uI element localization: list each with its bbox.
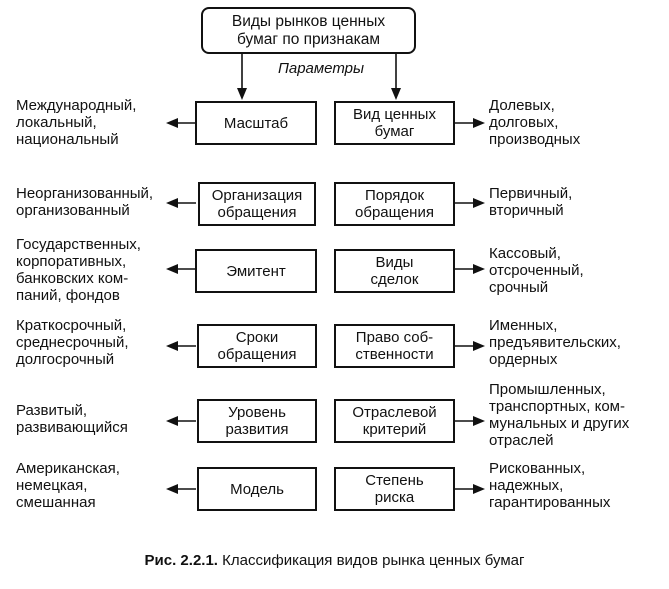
arrowhead-left-3 — [166, 264, 178, 274]
param-box-issuer: Эмитент — [195, 249, 317, 293]
param-label: Вид ценных бумаг — [353, 106, 436, 140]
top-title-box: Виды рынков ценных бумаг по признакам — [201, 7, 416, 54]
param-box-terms: Сроки обращения — [197, 324, 317, 368]
arrowhead-left-2 — [166, 198, 178, 208]
arrowhead-right-1 — [473, 118, 485, 128]
arrowhead-right-5 — [473, 416, 485, 426]
left-values-organization: Неорганизованный, организованный — [16, 185, 154, 219]
param-box-risk: Степень риска — [334, 467, 455, 511]
right-values-circulation-order: Первичный, вторичный — [489, 185, 573, 219]
right-values-security-type: Долевых, долговых, производных — [489, 97, 581, 148]
param-box-scale: Масштаб — [195, 101, 317, 145]
param-label: Модель — [230, 480, 284, 498]
left-values-development: Развитый, развивающийся — [16, 402, 128, 436]
left-values-scale: Международный, локальный, национальный — [16, 97, 137, 148]
param-box-industry: Отраслевой критерий — [334, 399, 455, 443]
arrowhead-right-3 — [473, 264, 485, 274]
top-title: Виды рынков ценных бумаг по признакам — [231, 12, 386, 48]
right-values-risk: Рискованных, надежных, гарантированных — [489, 460, 611, 511]
parameters-label: Параметры — [278, 60, 365, 77]
left-values-model: Американская, немецкая, смешанная — [16, 460, 120, 511]
right-values-industry: Промышленных, транспортных, ком- мунальн… — [489, 381, 630, 449]
param-label: Сроки обращения — [217, 329, 297, 363]
param-box-circulation-order: Порядок обращения — [334, 182, 455, 226]
left-values-issuer: Государственных, корпоративных, банковск… — [16, 236, 141, 304]
param-box-organization: Организация обращения — [198, 182, 316, 226]
param-label: Порядок обращения — [355, 187, 434, 221]
param-box-deal-types: Виды сделок — [334, 249, 455, 293]
arrowhead-left-6 — [166, 484, 178, 494]
param-box-ownership: Право соб- ственности — [334, 324, 455, 368]
right-values-deal-types: Кассовый, отсроченный, срочный — [489, 245, 584, 296]
param-box-security-type: Вид ценных бумаг — [334, 101, 455, 145]
arrowhead-right-2 — [473, 198, 485, 208]
param-label: Степень риска — [365, 472, 424, 506]
param-label: Масштаб — [223, 114, 289, 132]
param-box-model: Модель — [197, 467, 317, 511]
arrowhead-left-1 — [166, 118, 178, 128]
arrowhead-left-5 — [166, 416, 178, 426]
param-label: Виды сделок — [370, 254, 419, 288]
arrowhead-right-6 — [473, 484, 485, 494]
arrowhead-top-right — [391, 88, 401, 100]
caption-label: Рис. 2.2.1. — [144, 552, 218, 569]
param-box-development: Уровень развития — [197, 399, 317, 443]
right-values-ownership: Именных, предъявительских, ордерных — [489, 317, 621, 368]
arrowhead-top-left — [237, 88, 247, 100]
param-label: Право соб- ственности — [355, 329, 434, 363]
caption-text: Классификация видов рынка ценных бумаг — [222, 552, 525, 569]
param-label: Эмитент — [226, 262, 286, 280]
figure-caption: Рис. 2.2.1. Классификация видов рынка це… — [0, 552, 669, 569]
param-label: Организация обращения — [211, 187, 303, 221]
arrowhead-left-4 — [166, 341, 178, 351]
param-label: Уровень развития — [225, 404, 289, 438]
left-values-terms: Краткосрочный, среднесрочный, долгосрочн… — [16, 317, 129, 368]
param-label: Отраслевой критерий — [352, 404, 437, 438]
arrowhead-right-4 — [473, 341, 485, 351]
